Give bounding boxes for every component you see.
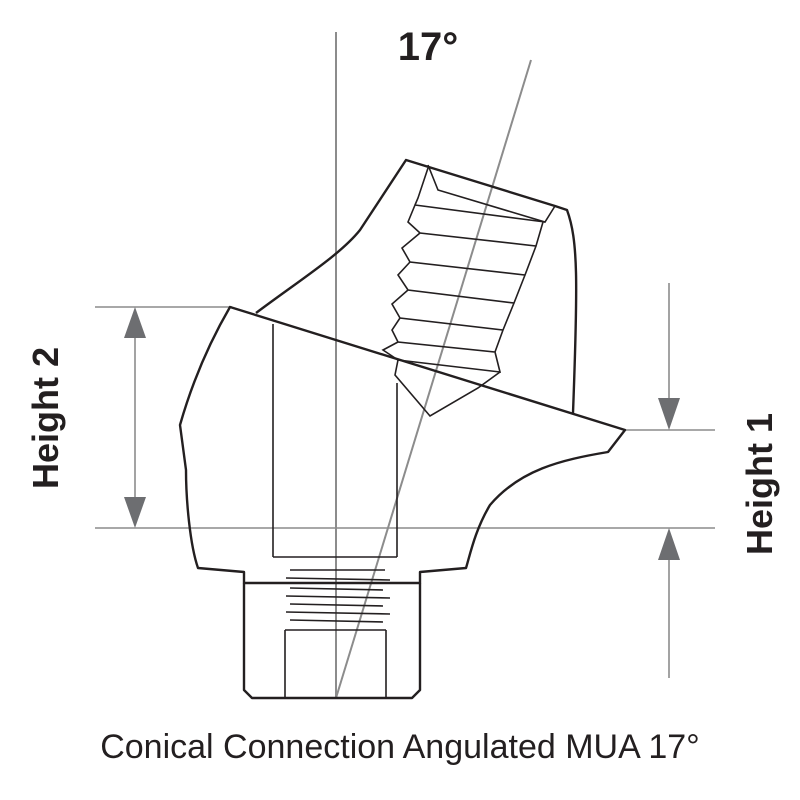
- upper-cone-outline: [255, 158, 578, 414]
- diagram-caption: Conical Connection Angulated MUA 17°: [100, 728, 700, 766]
- internal-thread: [285, 569, 391, 631]
- inner-bore: [284, 630, 387, 698]
- height-1-arrows: [658, 283, 680, 678]
- collar-body: [178, 305, 627, 585]
- screw-head-top: [427, 164, 556, 223]
- height-1-label: Height 1: [739, 413, 780, 555]
- height-2-label: Height 2: [25, 347, 66, 489]
- angle-label: 17°: [398, 25, 459, 69]
- angled-axis: [335, 59, 532, 699]
- connection-base: [242, 583, 422, 700]
- height-2-arrow: [124, 307, 146, 528]
